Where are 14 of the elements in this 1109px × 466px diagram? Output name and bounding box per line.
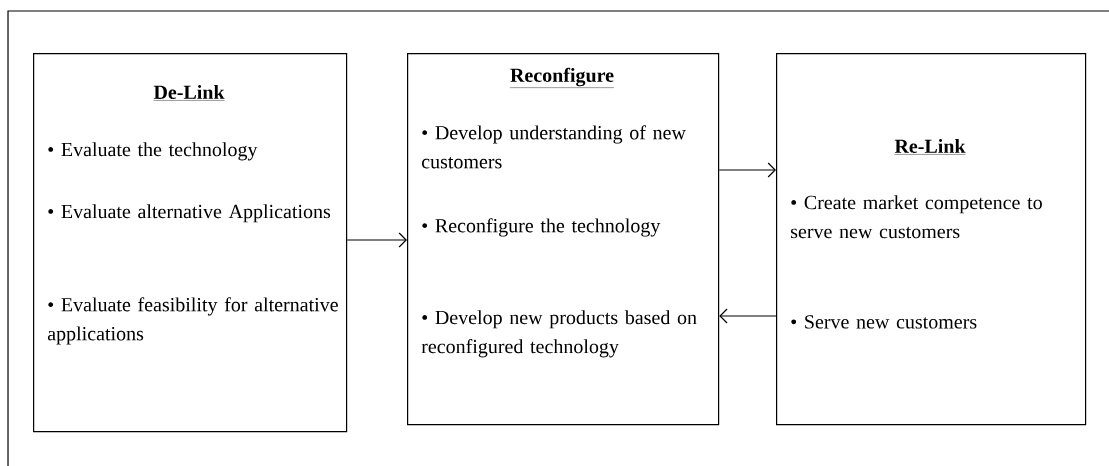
bullet-text: • Evaluate feasibility for alternative applications <box>47 297 338 345</box>
box-heading: Re-Link <box>894 138 966 155</box>
box-heading: De-Link <box>153 84 225 101</box>
arrow <box>346 232 407 248</box>
box-heading: Reconfigure <box>509 67 615 88</box>
arrow <box>719 308 777 324</box>
bullet-text: • Reconfigure the technology <box>422 218 661 237</box>
bullet-text: • Create market competence to serve new customers <box>791 195 1042 239</box>
bullet-text: • Evaluate the technology <box>48 142 258 161</box>
bullet-text: • Evaluate alternative Applications <box>48 204 331 223</box>
bullet-text: • Serve new customers <box>791 315 977 329</box>
bullet-text: • Develop new products based on reconfigured technology <box>421 310 697 358</box>
bullet-text: • Develop understanding of new customers <box>422 125 686 169</box>
arrow <box>718 162 776 178</box>
